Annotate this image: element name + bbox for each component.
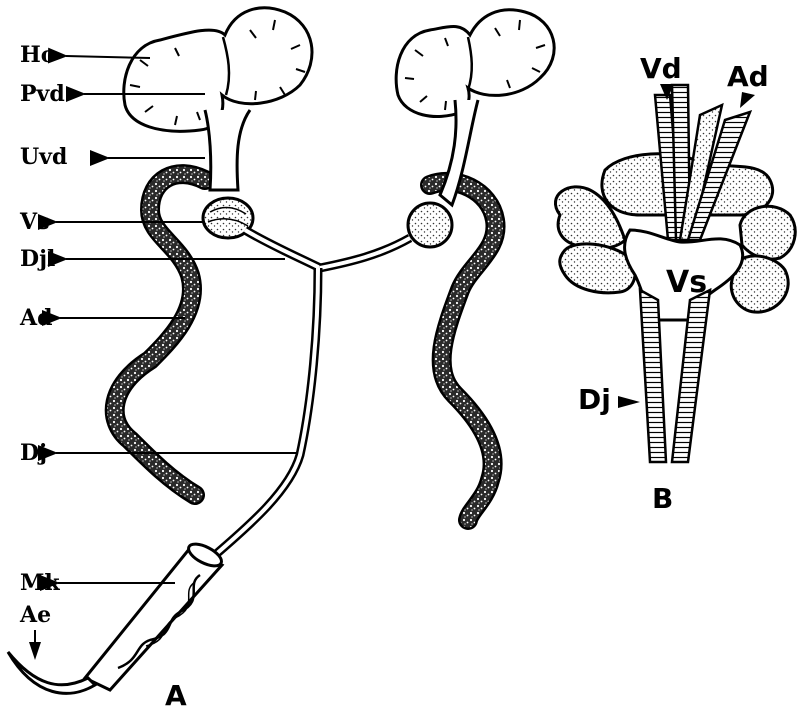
ejaculatory-duct-common — [215, 268, 318, 555]
label-dj: Dj — [20, 440, 47, 466]
leader-b-ad — [740, 92, 755, 108]
vas-deferens-left — [205, 110, 250, 190]
label-pvd: Pvd — [20, 81, 65, 107]
label-b-dj: Dj — [578, 383, 611, 416]
panel-a-drawing — [8, 8, 554, 694]
label-b-vs: Vs — [666, 265, 707, 300]
panel-b-letter: B — [652, 482, 673, 515]
label-mk: Mk — [20, 570, 60, 596]
label-vs: Vs — [19, 209, 49, 235]
aedeagus-hook — [8, 652, 95, 693]
label-b-ad: Ad — [727, 60, 769, 93]
label-ae: Ae — [19, 602, 51, 628]
leader-b-dj — [618, 396, 640, 408]
label-ho: Ho — [20, 42, 55, 68]
panel-a-letter: A — [165, 679, 187, 712]
label-uvd: Uvd — [20, 144, 67, 170]
label-ad: Ad — [19, 305, 52, 331]
seminal-vesicle-right — [408, 203, 452, 247]
label-djl: Djl — [20, 246, 55, 272]
gland-lobe-right-upper — [740, 206, 795, 259]
label-b-vd: Vd — [640, 52, 682, 85]
